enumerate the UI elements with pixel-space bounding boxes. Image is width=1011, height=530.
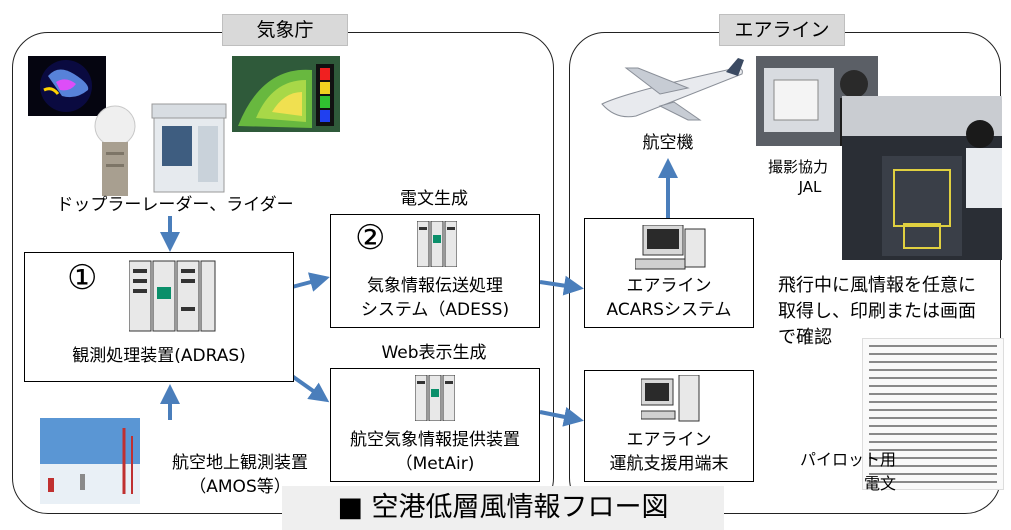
jma-tab: 気象庁 <box>222 14 348 46</box>
server-rack-icon <box>129 260 216 332</box>
arrow-metair-to-terminal <box>539 407 584 427</box>
lidar-unit <box>146 100 232 196</box>
amos-label-line1: 航空地上観測装置 <box>172 453 308 473</box>
metair-box[interactable]: 航空気象情報提供装置 （MetAir) <box>330 368 540 482</box>
doppler-label: ドップラーレーダー、ライダー <box>56 195 294 215</box>
airplane-icon <box>601 58 744 121</box>
adras-number: ① <box>67 258 98 298</box>
adess-number: ② <box>355 218 386 258</box>
arrow-adras-to-metair <box>290 374 330 403</box>
airline-tab: エアライン <box>719 14 845 46</box>
metair-header: Web表示生成 <box>381 343 487 363</box>
radar-image <box>28 56 106 116</box>
adess-label-line1: 気象情報伝送処理 <box>367 276 503 296</box>
arrow-adess-to-acars <box>539 275 584 296</box>
server-rack-icon <box>415 375 455 421</box>
adess-header: 電文生成 <box>400 189 468 209</box>
server-rack-icon <box>417 221 457 267</box>
acars-label-line1: エアライン <box>626 276 712 296</box>
photo-credit-line1: 撮影協力 <box>767 158 828 176</box>
terminal-label-line1: エアライン <box>626 430 712 450</box>
amos-label-line2: （AMOS等） <box>189 477 291 497</box>
metair-label-line1: 航空気象情報提供装置 <box>350 430 520 450</box>
lidar-dome <box>88 104 142 196</box>
metair-label-line2: （MetAir) <box>395 454 475 474</box>
adess-box[interactable]: ② 気象情報伝送処理 システム（ADESS) <box>330 214 540 328</box>
acars-box[interactable]: エアライン ACARSシステム <box>584 218 754 328</box>
aircraft-label: 航空機 <box>642 133 694 153</box>
adras-box[interactable]: ① 観測処理装置(ADRAS) <box>24 252 294 382</box>
adess-label-line2: システム（ADESS) <box>360 300 510 320</box>
pilot-doc-line2: 電文 <box>863 474 896 493</box>
photo-credit-line2: JAL <box>798 178 822 196</box>
computer-terminal-icon <box>635 225 706 270</box>
flow-title: ■ 空港低層風情報フロー図 <box>282 486 724 530</box>
arrow-adras-to-adess <box>291 272 330 292</box>
adras-label: 観測処理装置(ADRAS) <box>72 346 246 366</box>
printout-document <box>862 338 1004 490</box>
cockpit-photo-2 <box>842 96 1002 260</box>
amos-photo <box>40 418 140 504</box>
pilot-doc-line1: パイロット用 <box>799 450 896 469</box>
note-line1: 飛行中に風情報を任意に <box>778 275 976 296</box>
acars-label-line2: ACARSシステム <box>606 300 732 320</box>
note-line2: 取得し、印刷または画面 <box>778 301 976 322</box>
radar-map-image <box>232 56 340 132</box>
terminal-label-line2: 運航支援用端末 <box>609 454 729 474</box>
computer-terminal-icon <box>641 375 700 422</box>
note-line3: で確認 <box>778 327 832 348</box>
terminal-box[interactable]: エアライン 運航支援用端末 <box>584 370 754 482</box>
